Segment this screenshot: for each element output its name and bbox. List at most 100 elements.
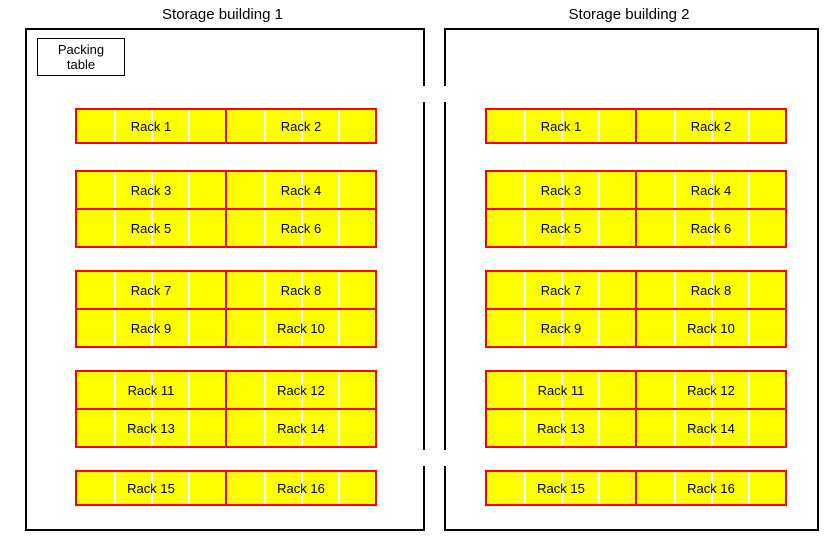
building-1-rack-block-5[interactable]: Rack 15 Rack 16: [75, 470, 377, 506]
bay-divider-icon: [674, 210, 676, 246]
bay-divider-icon: [114, 410, 116, 446]
bay-divider-icon: [711, 372, 713, 408]
building-2-rack-block-4[interactable]: Rack 11 Rack 12 Rack 13 Rack 14: [485, 370, 787, 448]
bay-divider-icon: [711, 410, 713, 446]
bay-divider-icon: [151, 110, 153, 142]
rack-unit[interactable]: Rack 12: [635, 372, 785, 408]
bay-divider-icon: [711, 310, 713, 346]
rack-unit[interactable]: Rack 9: [487, 310, 635, 346]
bay-divider-icon: [301, 410, 303, 446]
rack-unit[interactable]: Rack 13: [487, 410, 635, 446]
bay-divider-icon: [151, 172, 153, 208]
bay-divider-icon: [301, 472, 303, 504]
bay-divider-icon: [748, 172, 750, 208]
bay-divider-icon: [114, 310, 116, 346]
bay-divider-icon: [151, 410, 153, 446]
rack-label: Rack 14: [687, 420, 735, 436]
rack-label: Rack 5: [130, 220, 172, 236]
bay-divider-icon: [264, 372, 266, 408]
rack-unit[interactable]: Rack 3: [487, 172, 635, 208]
rack-row: Rack 7 Rack 8: [487, 272, 785, 308]
rack-unit[interactable]: Rack 12: [225, 372, 375, 408]
building-2-rack-block-5[interactable]: Rack 15 Rack 16: [485, 470, 787, 506]
rack-unit[interactable]: Rack 1: [487, 110, 635, 142]
rack-unit[interactable]: Rack 2: [225, 110, 375, 142]
building-1-wall-left: [25, 28, 27, 531]
bay-divider-icon: [301, 172, 303, 208]
rack-label: Rack 4: [280, 182, 322, 198]
rack-label: Rack 7: [130, 282, 172, 298]
bay-divider-icon: [524, 210, 526, 246]
bay-divider-icon: [151, 310, 153, 346]
bay-divider-icon: [598, 472, 600, 504]
building-1-wall-right-upper: [423, 28, 425, 86]
bay-divider-icon: [598, 272, 600, 308]
rack-unit[interactable]: Rack 6: [635, 210, 785, 246]
rack-unit[interactable]: Rack 15: [487, 472, 635, 504]
bay-divider-icon: [264, 310, 266, 346]
bay-divider-icon: [524, 410, 526, 446]
bay-divider-icon: [561, 210, 563, 246]
building-2-rack-block-1[interactable]: Rack 1 Rack 2: [485, 108, 787, 144]
rack-unit[interactable]: Rack 9: [77, 310, 225, 346]
bay-divider-icon: [338, 272, 340, 308]
rack-unit[interactable]: Rack 2: [635, 110, 785, 142]
rack-unit[interactable]: Rack 11: [77, 372, 225, 408]
rack-label: Rack 16: [277, 480, 325, 496]
rack-unit[interactable]: Rack 16: [635, 472, 785, 504]
rack-unit[interactable]: Rack 3: [77, 172, 225, 208]
bay-divider-icon: [711, 272, 713, 308]
building-2-rack-block-3[interactable]: Rack 7 Rack 8 Rack 9 Rack 10: [485, 270, 787, 348]
rack-unit[interactable]: Rack 16: [225, 472, 375, 504]
bay-divider-icon: [114, 210, 116, 246]
building-1-rack-block-3[interactable]: Rack 7 Rack 8 Rack 9 Rack 10: [75, 270, 377, 348]
building-2-rack-block-2[interactable]: Rack 3 Rack 4 Rack 5 Rack 6: [485, 170, 787, 248]
building-1-rack-block-4[interactable]: Rack 11 Rack 12 Rack 13 Rack 14: [75, 370, 377, 448]
rack-label: Rack 15: [537, 480, 585, 496]
bay-divider-icon: [188, 372, 190, 408]
bay-divider-icon: [711, 110, 713, 142]
rack-row: Rack 7 Rack 8: [77, 272, 375, 308]
building-1-rack-block-2[interactable]: Rack 3 Rack 4 Rack 5 Rack 6: [75, 170, 377, 248]
bay-divider-icon: [598, 172, 600, 208]
rack-label: Rack 3: [130, 182, 172, 198]
rack-unit[interactable]: Rack 10: [225, 310, 375, 346]
building-1-rack-block-1[interactable]: Rack 1 Rack 2: [75, 108, 377, 144]
packing-table[interactable]: Packing table: [37, 38, 125, 76]
bay-divider-icon: [748, 310, 750, 346]
rack-unit[interactable]: Rack 11: [487, 372, 635, 408]
rack-unit[interactable]: Rack 6: [225, 210, 375, 246]
rack-unit[interactable]: Rack 1: [77, 110, 225, 142]
rack-unit[interactable]: Rack 14: [225, 410, 375, 446]
rack-unit[interactable]: Rack 4: [225, 172, 375, 208]
bay-divider-icon: [561, 272, 563, 308]
bay-divider-icon: [524, 172, 526, 208]
rack-unit[interactable]: Rack 7: [487, 272, 635, 308]
rack-unit[interactable]: Rack 7: [77, 272, 225, 308]
rack-label: Rack 1: [130, 118, 172, 134]
rack-unit[interactable]: Rack 8: [225, 272, 375, 308]
bay-divider-icon: [524, 310, 526, 346]
bay-divider-icon: [188, 410, 190, 446]
rack-unit[interactable]: Rack 10: [635, 310, 785, 346]
bay-divider-icon: [338, 310, 340, 346]
bay-divider-icon: [264, 210, 266, 246]
bay-divider-icon: [264, 272, 266, 308]
rack-unit[interactable]: Rack 5: [77, 210, 225, 246]
rack-unit[interactable]: Rack 13: [77, 410, 225, 446]
rack-unit[interactable]: Rack 14: [635, 410, 785, 446]
rack-unit[interactable]: Rack 5: [487, 210, 635, 246]
bay-divider-icon: [301, 372, 303, 408]
rack-unit[interactable]: Rack 8: [635, 272, 785, 308]
packing-table-label: Packing table: [58, 42, 104, 72]
rack-row: Rack 13 Rack 14: [487, 408, 785, 446]
bay-divider-icon: [561, 110, 563, 142]
bay-divider-icon: [524, 272, 526, 308]
bay-divider-icon: [748, 210, 750, 246]
rack-unit[interactable]: Rack 4: [635, 172, 785, 208]
rack-unit[interactable]: Rack 15: [77, 472, 225, 504]
bay-divider-icon: [114, 372, 116, 408]
bay-divider-icon: [188, 210, 190, 246]
bay-divider-icon: [301, 310, 303, 346]
rack-row: Rack 3 Rack 4: [77, 172, 375, 208]
